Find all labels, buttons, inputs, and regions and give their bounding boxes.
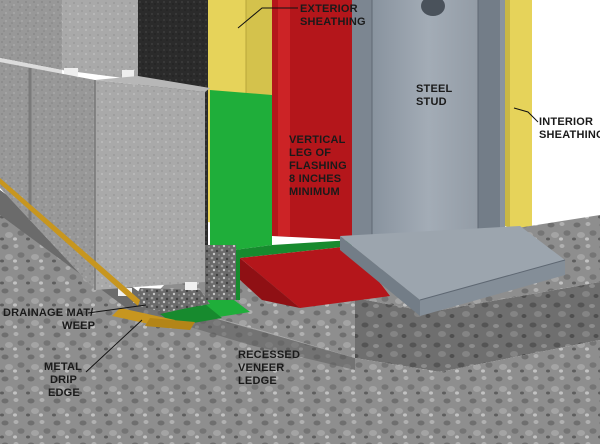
cmu-veneer (0, 0, 210, 296)
svg-text:DRAINAGE MAT/WEEP: DRAINAGE MAT/WEEP (3, 307, 95, 332)
interior-sheathing (505, 0, 532, 230)
steel-track (340, 226, 566, 316)
air-barrier-base (240, 246, 390, 308)
leader-interior-sheathing (513, 107, 539, 123)
label-drainage-mat: DRAINAGE MAT/WEEP (3, 304, 147, 332)
leader-exterior-sheathing (237, 7, 298, 29)
leader-metal-drip-edge (85, 319, 143, 373)
stud-knockout-hole (421, 0, 445, 16)
steel-stud (352, 0, 505, 238)
drainage-mat-gravel (132, 245, 236, 312)
metal-drip-edge (0, 178, 195, 330)
air-barrier-membrane (272, 0, 352, 240)
leader-drainage-mat (87, 304, 147, 314)
